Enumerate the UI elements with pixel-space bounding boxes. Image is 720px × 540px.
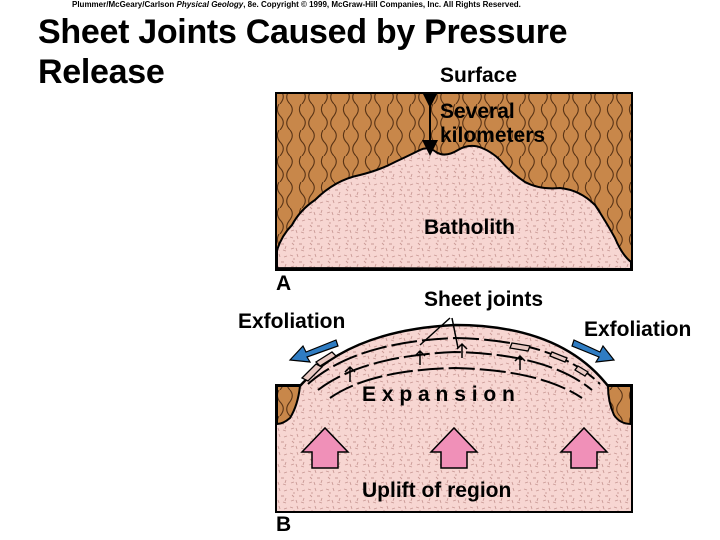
uplift-arrow-left xyxy=(300,426,350,469)
sediment-remnant-right xyxy=(606,385,632,426)
sediment-remnant-left xyxy=(276,385,302,426)
expansion-arrows xyxy=(344,342,526,382)
exfoliation-left-label: Exfoliation xyxy=(238,310,346,333)
granite-dome xyxy=(300,325,608,386)
credit-authors: Plummer/McGeary/Carlson xyxy=(72,0,175,9)
title-line-2: Release xyxy=(38,53,165,91)
batholith-body xyxy=(276,144,632,271)
credit-rest: , 8e. Copyright © 1999, McGraw-Hill Comp… xyxy=(243,0,521,9)
depth-label-line-2: kilometers xyxy=(440,124,546,147)
depth-label-line-1: Several xyxy=(440,100,515,123)
uplift-arrow-right xyxy=(559,426,609,469)
exfoliation-arrow-left xyxy=(288,339,339,363)
surface-label: Surface xyxy=(440,64,518,87)
batholith-label: Batholith xyxy=(424,216,515,239)
sheet-joints-label: Sheet joints xyxy=(424,288,544,311)
panel-b xyxy=(275,317,633,513)
credit-book: Physical Geology xyxy=(176,0,244,9)
slide-title: Sheet Joints Caused by Pressure Release xyxy=(38,12,718,92)
uplift-label: Uplift of region xyxy=(362,479,512,502)
panel-a-letter: A xyxy=(276,272,292,295)
uplift-arrow-center xyxy=(429,426,479,469)
exfoliation-slabs xyxy=(300,342,589,382)
expansion-label: E x p a n s i o n xyxy=(362,383,515,406)
panel-b-letter: B xyxy=(276,513,292,536)
copyright-credit: Plummer/McGeary/Carlson Physical Geology… xyxy=(72,0,521,9)
title-line-1: Sheet Joints Caused by Pressure xyxy=(38,13,568,51)
sheet-joints-pointers xyxy=(419,317,459,349)
exfoliation-right-label: Exfoliation xyxy=(584,318,692,341)
exfoliation-arrow-right xyxy=(571,339,616,363)
panel-a xyxy=(275,92,633,271)
